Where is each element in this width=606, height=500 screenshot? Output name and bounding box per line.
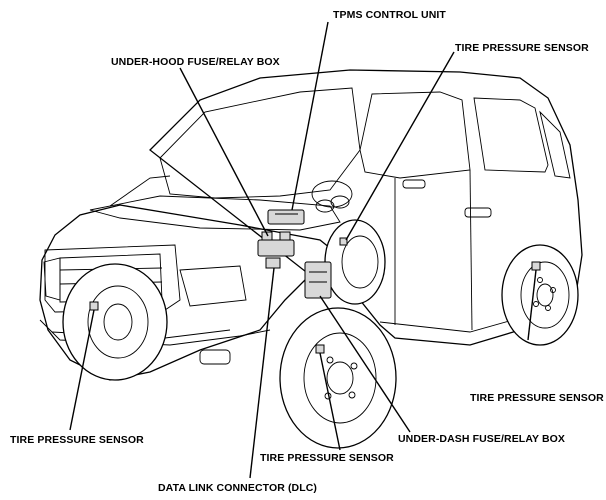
- leader-tpms-control-unit: [291, 21, 329, 211]
- wheel-left-rear: [324, 219, 386, 305]
- vehicle-body: [39, 69, 583, 381]
- wheel-right-rear: [501, 244, 579, 346]
- data-link-connector-part: [265, 257, 281, 269]
- label-under-dash-fuse-relay-box: UNDER-DASH FUSE/RELAY BOX: [398, 433, 566, 445]
- leader-tire-sensor-left-rear: [345, 51, 455, 241]
- leader-data-link-connector: [249, 267, 275, 479]
- leader-tire-sensor-left-front: [69, 309, 95, 431]
- leader-under-hood-fuse-relay-box: [179, 67, 269, 237]
- wheel-left-front: [62, 263, 168, 381]
- label-data-link-connector: DATA LINK CONNECTOR (DLC): [158, 482, 318, 494]
- label-tpms-control-unit: TPMS CONTROL UNIT: [333, 9, 446, 21]
- leader-under-dash-fuse-relay-box: [319, 295, 411, 433]
- leader-lines: [69, 21, 537, 479]
- under-hood-fuse-relay-box-part: [257, 231, 295, 257]
- label-tire-pressure-sensor-left-front: TIRE PRESSURE SENSOR: [10, 434, 144, 446]
- label-under-hood-fuse-relay-box: UNDER-HOOD FUSE/RELAY BOX: [111, 56, 280, 68]
- label-tire-pressure-sensor-right-front: TIRE PRESSURE SENSOR: [260, 452, 394, 464]
- label-tire-pressure-sensor-right-rear: TIRE PRESSURE SENSOR: [470, 392, 604, 404]
- leader-tire-sensor-right-front: [319, 352, 341, 451]
- under-dash-fuse-relay-box-part: [304, 261, 332, 299]
- tpms-control-unit-part: [267, 209, 305, 225]
- label-tire-pressure-sensor-left-rear: TIRE PRESSURE SENSOR: [455, 42, 589, 54]
- leader-tire-sensor-right-rear: [527, 269, 537, 341]
- wheel-right-front: [279, 307, 397, 449]
